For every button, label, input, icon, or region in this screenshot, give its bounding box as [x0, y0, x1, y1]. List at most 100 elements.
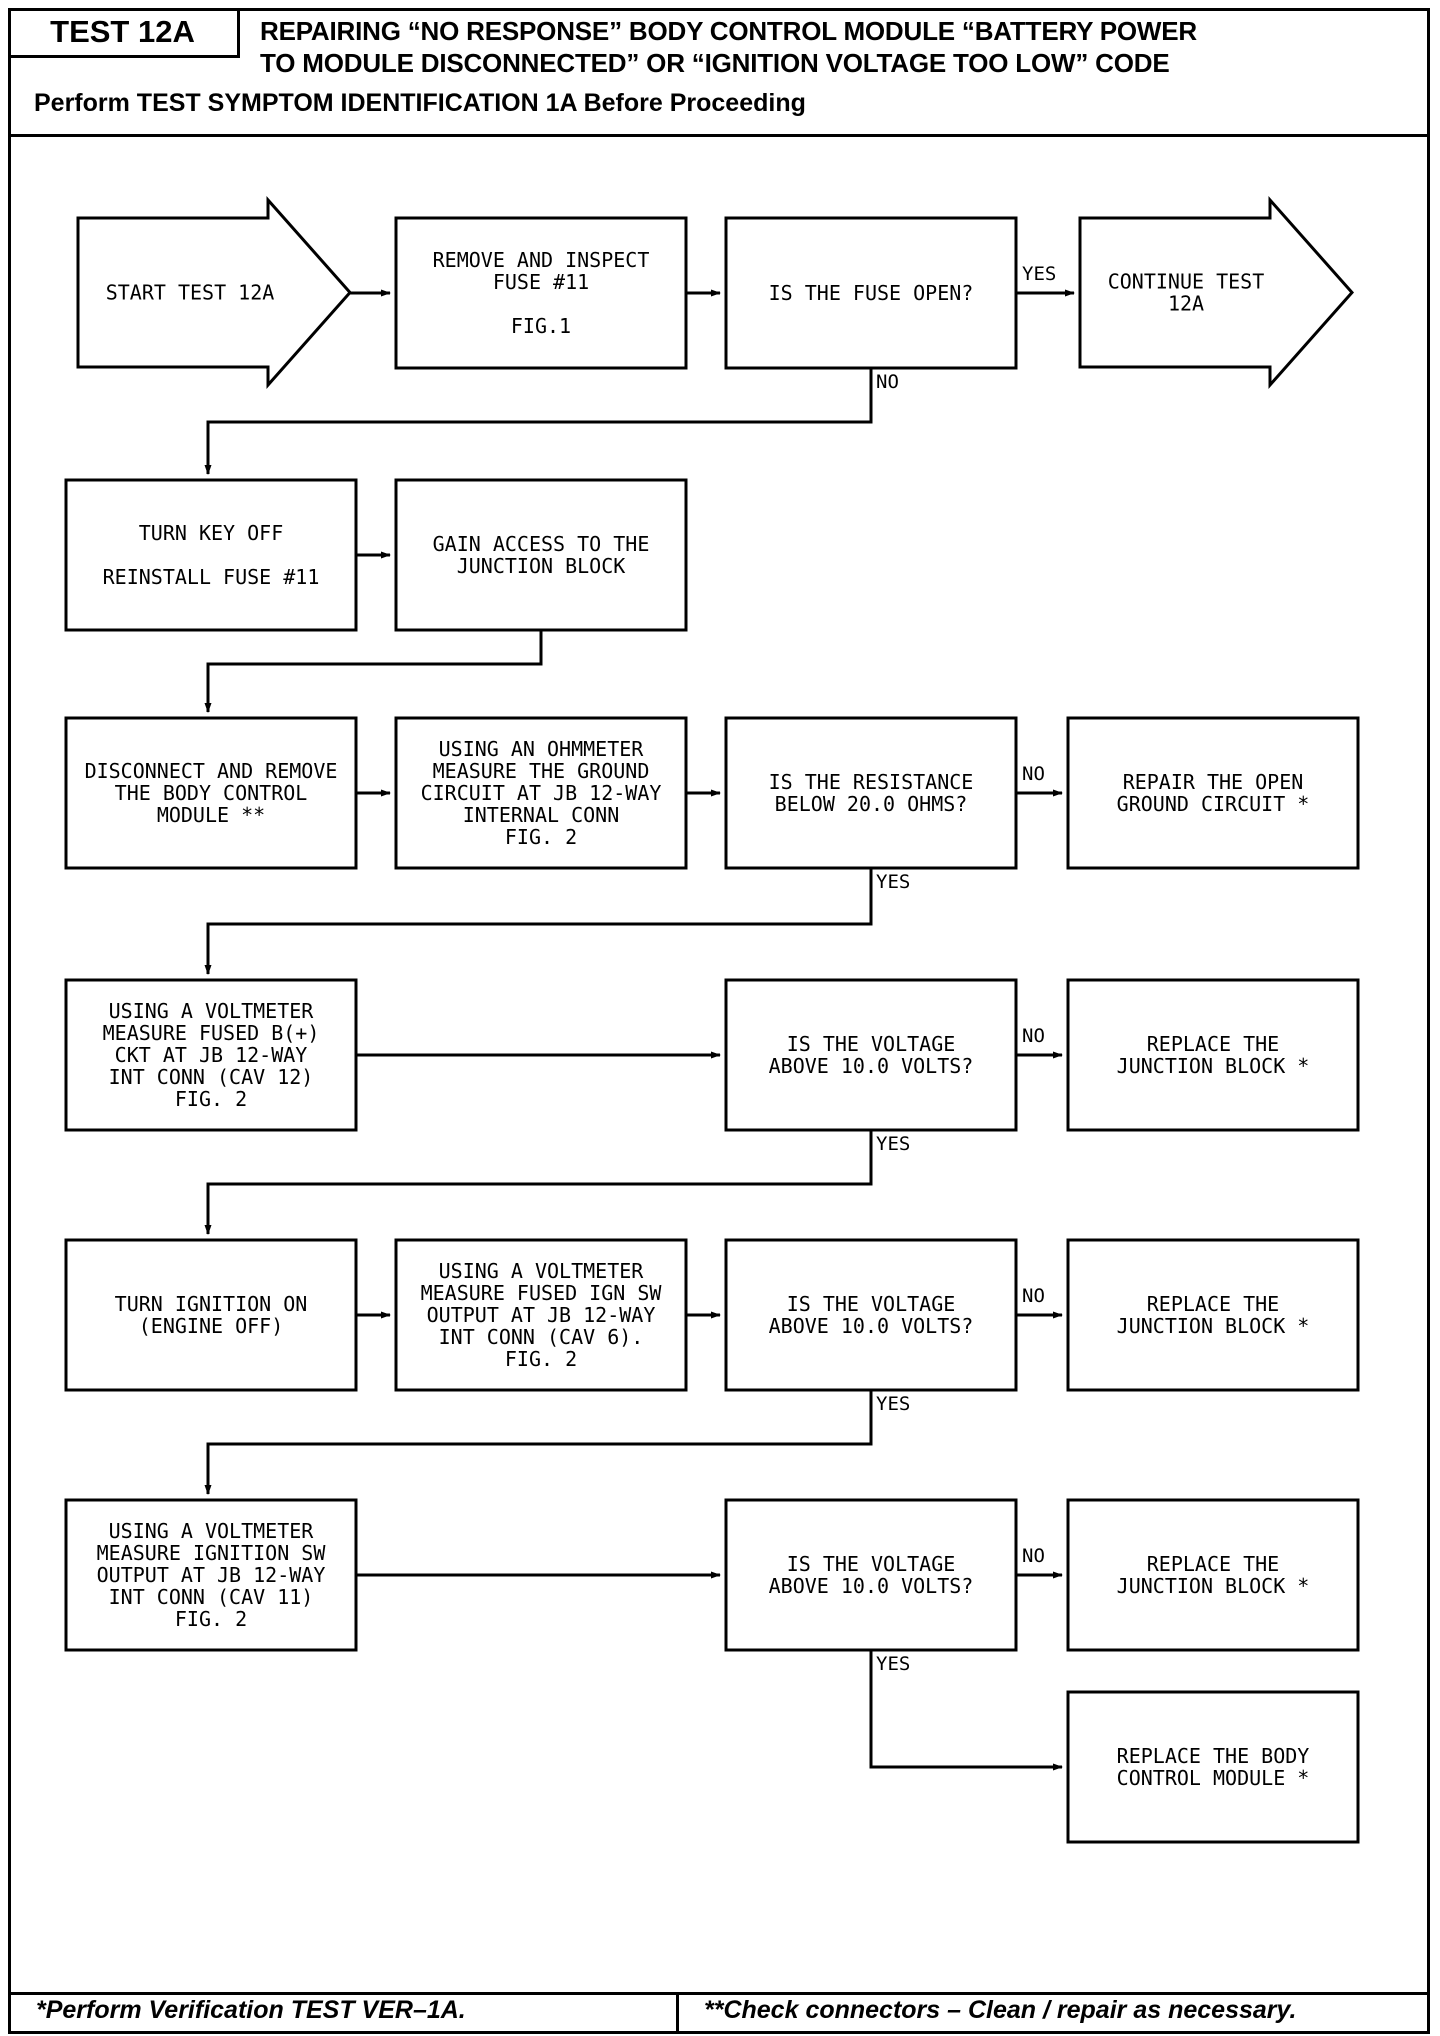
box-shape	[724, 1498, 1018, 1652]
node-ignition-on: TURN IGNITION ON(ENGINE OFF)	[64, 1238, 358, 1392]
node-text-line: MEASURE FUSED B(+)	[103, 1021, 320, 1045]
node-text-line: REPLACE THE	[1147, 1292, 1279, 1316]
flow-connector	[204, 368, 873, 475]
node-text-line: REINSTALL FUSE #11	[103, 565, 320, 589]
box-shape	[64, 716, 358, 870]
node-text-line: ABOVE 10.0 VOLTS?	[769, 1054, 974, 1078]
node-text-line: FIG. 2	[175, 1087, 247, 1111]
node-text-line: MEASURE IGNITION SW	[97, 1541, 327, 1565]
node-text-line: JUNCTION BLOCK *	[1117, 1054, 1310, 1078]
flow-connector	[204, 1130, 873, 1235]
node-text-line: IS THE VOLTAGE	[787, 1032, 956, 1056]
branch-label-yes: YES	[876, 871, 910, 893]
prerequisite-note: Perform TEST SYMPTOM IDENTIFICATION 1A B…	[34, 89, 806, 117]
node-text-line: USING A VOLTMETER	[109, 999, 315, 1023]
flow-connector	[204, 868, 873, 975]
box-shape	[64, 478, 358, 632]
node-text-line: TURN KEY OFF	[139, 521, 284, 545]
box-shape	[394, 216, 688, 370]
branch-label-no: NO	[1022, 763, 1045, 785]
test-id: TEST 12A	[8, 8, 240, 58]
node-text-line: BELOW 20.0 OHMS?	[775, 792, 968, 816]
branch-label-yes: YES	[876, 1653, 910, 1675]
node-text-line: IS THE RESISTANCE	[769, 770, 974, 794]
box-shape	[724, 1238, 1018, 1392]
footer-note-verification: *Perform Verification TEST VER–1A.	[36, 1996, 466, 2024]
node-text-line: JUNCTION BLOCK *	[1117, 1314, 1310, 1338]
footer-column-divider	[676, 1992, 679, 2034]
node-text-line: IS THE VOLTAGE	[787, 1292, 956, 1316]
node-text-line: REPLACE THE	[1147, 1552, 1279, 1576]
box-shape	[394, 1238, 688, 1392]
box-shape	[724, 978, 1018, 1132]
node-start: START TEST 12A	[76, 196, 353, 389]
box-shape	[1066, 1498, 1360, 1652]
box-shape	[1066, 978, 1360, 1132]
node-text-line: OUTPUT AT JB 12-WAY	[97, 1563, 326, 1587]
node-text-line: CONTINUE TEST	[1108, 270, 1265, 294]
node-text-line: REPLACE THE BODY	[1117, 1744, 1310, 1768]
branch-label-yes: YES	[876, 1393, 910, 1415]
node-text-line: IS THE FUSE OPEN?	[769, 281, 974, 305]
footer-divider	[8, 1992, 1430, 1995]
flow-connector	[204, 630, 543, 713]
node-text-line: USING A VOLTMETER	[439, 1259, 645, 1283]
node-text-line: CONTROL MODULE *	[1117, 1766, 1310, 1790]
arrow-shape	[76, 196, 353, 389]
branch-label-no: NO	[1022, 1025, 1045, 1047]
title-line-2: TO MODULE DISCONNECTED” OR “IGNITION VOL…	[260, 48, 1170, 78]
branch-label-no: NO	[1022, 1285, 1045, 1307]
node-text-line: FIG. 2	[505, 1347, 577, 1371]
page-frame	[8, 8, 1430, 2034]
node-text-line: INT CONN (CAV 11)	[109, 1585, 314, 1609]
box-shape	[1066, 1690, 1360, 1844]
node-text-line: INT CONN (CAV 12)	[109, 1065, 314, 1089]
node-text-line: USING A VOLTMETER	[109, 1519, 315, 1543]
node-text-line: USING AN OHMMETER	[439, 737, 645, 761]
node-fuse-open: IS THE FUSE OPEN?	[724, 216, 1018, 370]
node-text-line: JUNCTION BLOCK	[457, 554, 626, 578]
node-text-line: (ENGINE OFF)	[139, 1314, 284, 1338]
node-text-line: 12A	[1168, 292, 1204, 316]
box-shape	[64, 978, 358, 1132]
node-text-line: TURN IGNITION ON	[115, 1292, 308, 1316]
box-shape	[64, 1238, 358, 1392]
node-text-line: REPLACE THE	[1147, 1032, 1279, 1056]
node-text-line: IS THE VOLTAGE	[787, 1552, 956, 1576]
flow-connector	[204, 1390, 873, 1495]
node-text-line: THE BODY CONTROL	[115, 781, 308, 805]
node-text-line: MEASURE FUSED IGN SW	[421, 1281, 663, 1305]
box-shape	[394, 478, 688, 632]
node-text-line: INT CONN (CAV 6).	[439, 1325, 644, 1349]
node-text-line: FIG. 2	[505, 825, 577, 849]
title-line-1: REPAIRING “NO RESPONSE” BODY CONTROL MOD…	[260, 16, 1197, 46]
node-text-line: GROUND CIRCUIT *	[1117, 792, 1310, 816]
box-shape	[724, 716, 1018, 870]
box-shape	[394, 716, 688, 870]
branch-label-yes: YES	[876, 1133, 910, 1155]
branch-label-no: NO	[1022, 1545, 1045, 1567]
node-text-line: OUTPUT AT JB 12-WAY	[427, 1303, 656, 1327]
node-text-line: GAIN ACCESS TO THE	[433, 532, 650, 556]
node-text-line: FUSE #11	[493, 270, 589, 294]
node-text-line: FIG.1	[511, 314, 571, 338]
node-text-line: INTERNAL CONN	[463, 803, 620, 827]
node-text-line: CIRCUIT AT JB 12-WAY	[421, 781, 662, 805]
box-shape	[64, 1498, 358, 1652]
node-text-line: ABOVE 10.0 VOLTS?	[769, 1574, 974, 1598]
